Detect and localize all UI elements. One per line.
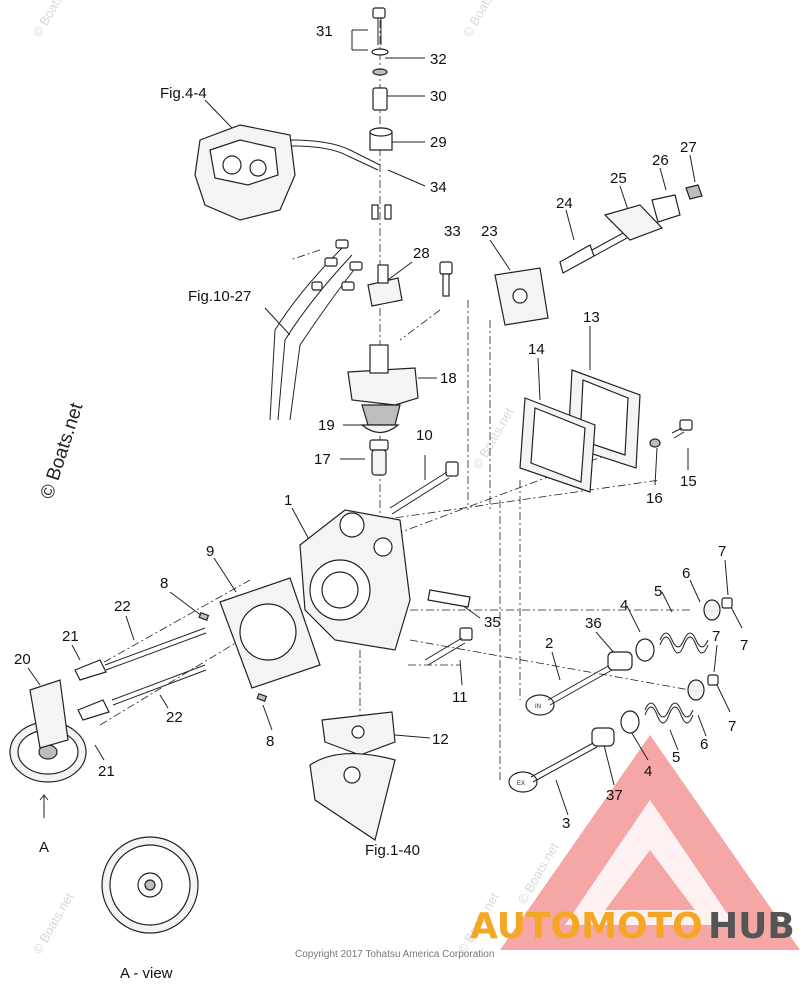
callout-14: 14 [528,341,545,358]
powerhead-reference [194,124,381,221]
callout-11: 11 [452,689,468,706]
watermark-faint-center: © Boats.net [470,405,517,472]
callout-22a: 22 [114,598,131,615]
callout-labels: 31 32 30 29 34 28 33 23 24 25 26 27 13 1… [14,23,748,832]
callout-7a: 7 [718,543,726,560]
callout-7b: 7 [740,637,748,654]
figure-references: Fig.4-4 Fig.10-27 Fig.1-40 A A - view [39,85,420,982]
callout-6b: 6 [700,736,708,753]
intake-valve-mark: IN [535,704,541,710]
head-gasket [198,577,321,702]
watermark-faint-tl: © Boats.net [30,0,77,39]
anode-assembly [494,184,703,326]
callout-9: 9 [206,543,214,560]
cover-gaskets [519,369,693,493]
ref-fig-4-4: Fig.4-4 [160,85,207,102]
callout-21a: 21 [62,628,79,645]
callout-36: 36 [585,615,602,632]
view-marker: A [39,839,49,856]
valve-train [9,627,207,783]
callout-7c: 7 [712,628,720,645]
top-bolt-stack [369,7,393,151]
ref-fig-10-27: Fig.10-27 [188,288,251,305]
brand-text-secondary: HUB [708,906,795,947]
callout-12: 12 [432,731,449,748]
watermark-side: © Boats.net [37,400,88,502]
callout-19: 19 [318,417,335,434]
cylinder-head [299,461,473,666]
callout-37: 37 [606,787,623,804]
callout-32: 32 [430,51,447,68]
callout-34: 34 [430,179,447,196]
callout-17: 17 [314,451,331,468]
callout-31: 31 [316,23,333,40]
thermostat-assembly [269,204,453,476]
callout-25: 25 [610,170,627,187]
brand-text-primary: AUTOMOTO [470,906,703,947]
callout-33: 33 [444,223,461,240]
callout-35: 35 [484,614,501,631]
callout-18: 18 [440,370,457,387]
callout-10: 10 [416,427,433,444]
copyright-text: Copyright 2017 Tohatsu America Corporati… [295,949,494,960]
callout-16: 16 [646,490,663,507]
callout-3: 3 [562,815,570,832]
callout-22b: 22 [166,709,183,726]
watermark-faint-bl: © Boats.net [30,890,77,957]
ref-fig-1-40: Fig.1-40 [365,842,420,859]
callout-2: 2 [545,635,553,652]
callout-27: 27 [680,139,697,156]
callout-23: 23 [481,223,498,240]
callout-8a: 8 [160,575,168,592]
lower-covers [309,711,396,841]
callout-4b: 4 [644,763,652,780]
callout-8b: 8 [266,733,274,750]
callout-29: 29 [430,134,447,151]
view-label: A - view [120,965,173,982]
a-view-gear [101,836,199,934]
callout-4a: 4 [620,597,628,614]
callout-24: 24 [556,195,573,212]
callout-20: 20 [14,651,31,668]
brand-logo: AUTOMOTO HUB [470,906,795,947]
valves-springs: IN EX [508,597,733,793]
callout-13: 13 [583,309,600,326]
brand-triangle [500,735,800,950]
callout-21b: 21 [98,763,115,780]
callout-7d: 7 [728,718,736,735]
faint-watermarks: © Boats.net © Boats.net © Boats.net © Bo… [30,0,562,957]
callout-28: 28 [413,245,430,262]
callout-5a: 5 [654,583,662,600]
callout-15: 15 [680,473,697,490]
callout-30: 30 [430,88,447,105]
callout-1: 1 [284,492,292,509]
exhaust-valve-mark: EX [517,781,525,787]
callout-6a: 6 [682,565,690,582]
leader-lines [27,20,743,836]
callout-26: 26 [652,152,669,169]
callout-5b: 5 [672,749,680,766]
watermark-faint-tr: © Boats.net [460,0,507,39]
